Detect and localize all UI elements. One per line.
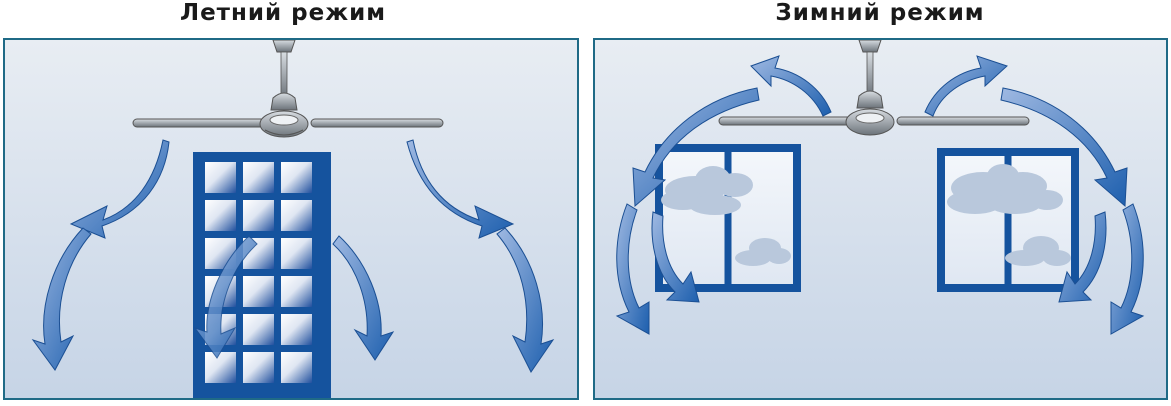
window-pane (281, 238, 312, 269)
winter-mode-illustration (595, 40, 1166, 398)
window-pane (243, 352, 274, 383)
curved-arrow-icon (1058, 211, 1107, 303)
cloud-icon (735, 238, 791, 266)
winter-mode-panel (593, 38, 1168, 400)
curved-arrow-icon (31, 227, 92, 371)
summer-mode-title: Летний режим (179, 0, 387, 26)
cloud-icon (1005, 236, 1071, 266)
window-pane (205, 200, 236, 231)
ceiling-fan-icon (718, 40, 1030, 136)
left-window (655, 144, 801, 292)
curved-arrow-icon (406, 139, 515, 239)
window-pane (243, 314, 274, 345)
tall-window (193, 152, 331, 398)
window-pane (243, 276, 274, 307)
summer-mode-panel (3, 38, 579, 400)
window-pane (281, 276, 312, 307)
curved-arrow-icon (632, 87, 760, 208)
winter-mode-title: Зимний режим (775, 0, 985, 26)
curved-arrow-icon (615, 203, 650, 335)
window-pane (281, 352, 312, 383)
curved-arrow-icon (69, 139, 170, 239)
curved-arrow-icon (1000, 87, 1128, 208)
window-pane (243, 162, 274, 193)
window-pane (281, 314, 312, 345)
curved-arrow-icon (924, 55, 1008, 117)
window-pane (281, 162, 312, 193)
window-pane (205, 352, 236, 383)
window-pane (205, 162, 236, 193)
window-pane (243, 200, 274, 231)
curved-arrow-icon (496, 227, 555, 373)
ceiling-fan-icon (132, 40, 444, 138)
curved-arrow-icon (193, 235, 258, 359)
curved-arrow-icon (332, 235, 395, 361)
window-pane (281, 200, 312, 231)
cloud-icon (947, 164, 1063, 214)
curved-arrow-icon (1110, 203, 1145, 335)
curved-arrow-icon (651, 211, 700, 303)
curved-arrow-icon (750, 55, 832, 117)
summer-mode-illustration (5, 40, 577, 398)
right-window (937, 148, 1079, 292)
cloud-icon (661, 166, 753, 215)
